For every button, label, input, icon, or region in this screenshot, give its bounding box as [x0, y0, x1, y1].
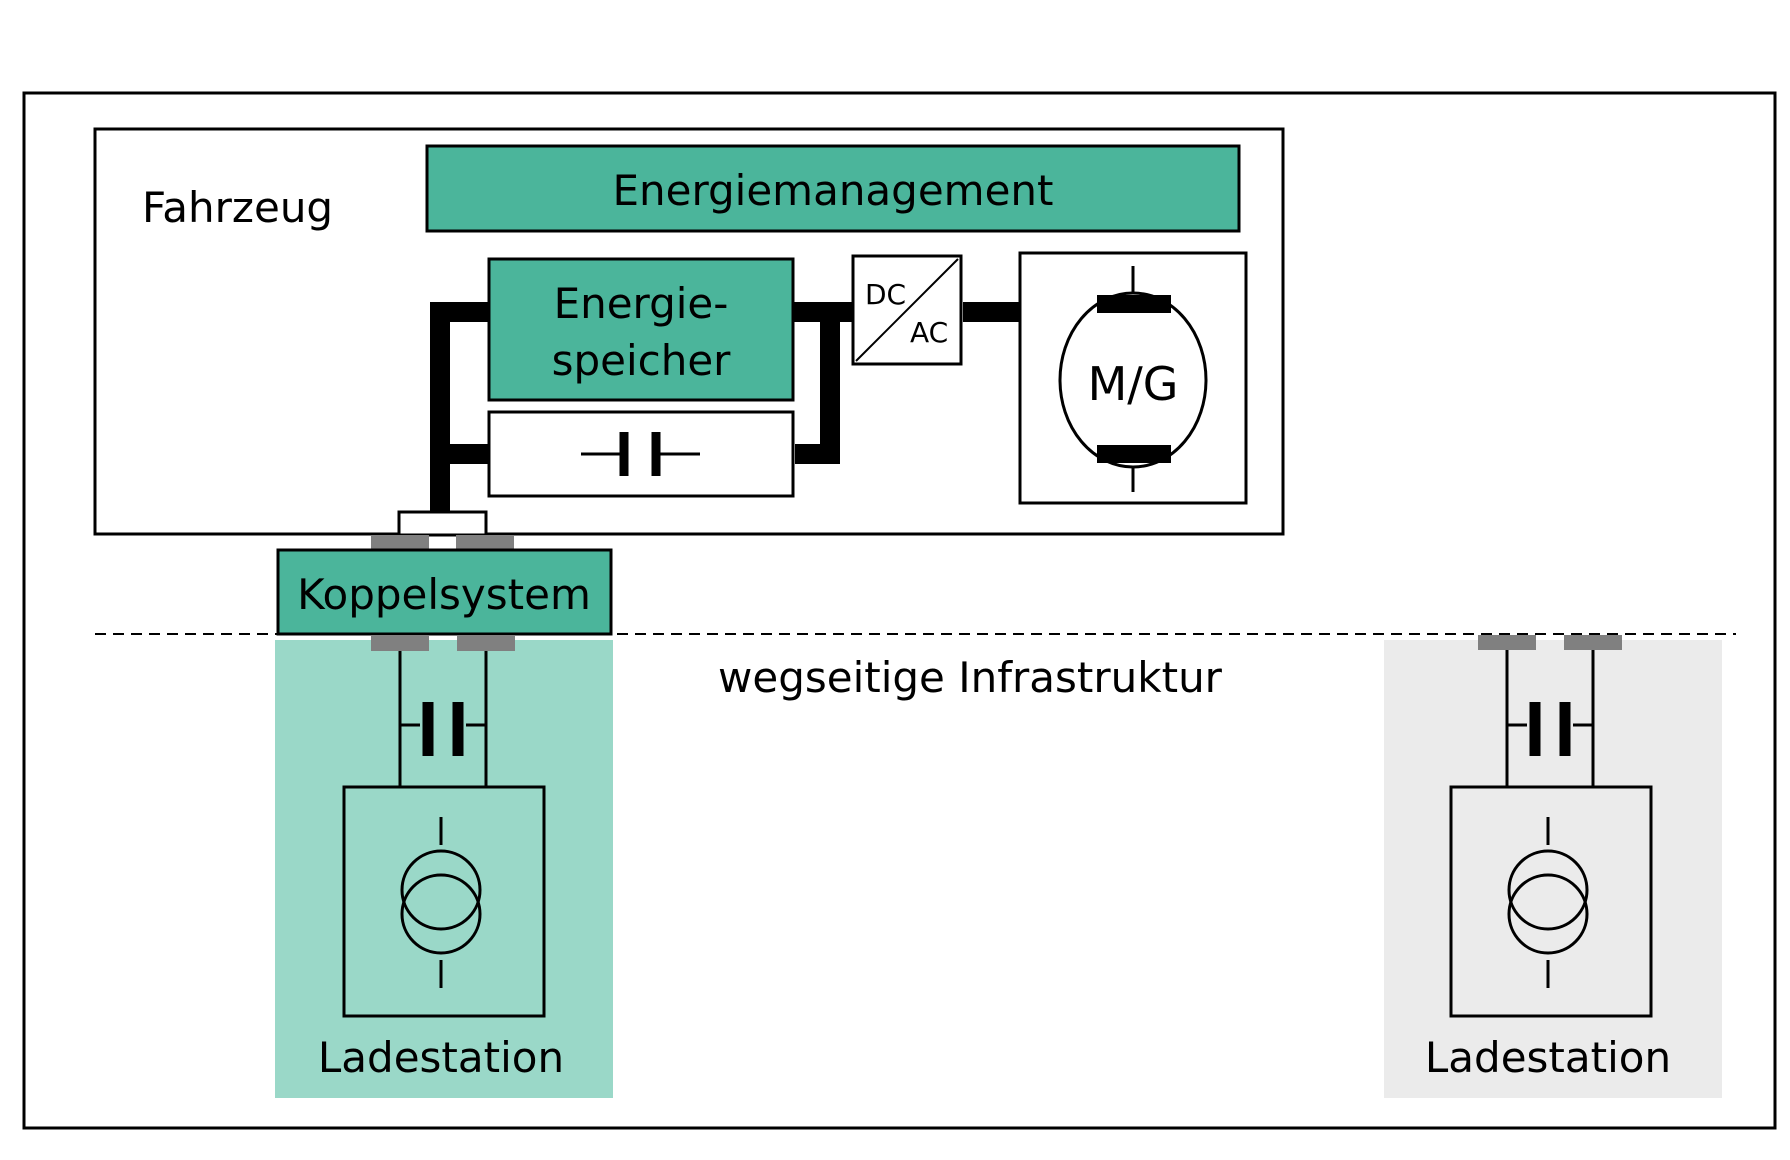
charging-station2-box [1449, 785, 1653, 1018]
station2-contact-right [1564, 635, 1622, 650]
capacitor-icon [422, 702, 464, 756]
converter-dc-label: DC [865, 278, 906, 311]
station2-wiring [1505, 650, 1595, 787]
coupling-system-box [276, 548, 613, 636]
energy-management-box [425, 144, 1241, 233]
charging-station2-label: Ladestation [1425, 1033, 1671, 1082]
energy-storage-box [487, 257, 795, 402]
station-wiring [398, 651, 488, 787]
capacitor-icon [1529, 702, 1571, 756]
motor-generator-icon [1058, 266, 1208, 492]
energy-storage-label-line2: speicher [552, 336, 732, 385]
coupling-system-label: Koppelsystem [297, 570, 591, 619]
station-contact-right [457, 636, 515, 651]
capacitor-icon [581, 432, 700, 476]
vehicle-contact-left [371, 535, 429, 550]
energy-management-label: Energiemanagement [612, 166, 1053, 215]
converter-ac-label: AC [910, 316, 948, 349]
vehicle-contact-right [456, 535, 514, 550]
station2-contact-left [1478, 635, 1536, 650]
infrastructure-label: wegseitige Infrastruktur [718, 653, 1223, 702]
vehicle-label: Fahrzeug [142, 183, 333, 232]
dc-ac-converter-icon [851, 254, 963, 366]
vehicle-connector [397, 510, 488, 537]
capacitor-box [487, 410, 795, 498]
charging-station-label: Ladestation [318, 1033, 564, 1082]
energy-storage-label-line1: Energie- [554, 279, 729, 328]
charging-station-box [342, 785, 546, 1018]
inactive-station-panel [1384, 640, 1722, 1098]
transformer-icon [1507, 817, 1589, 988]
active-station-panel [275, 640, 613, 1098]
motor-label: M/G [1088, 357, 1179, 411]
power-bus [430, 302, 1023, 512]
transformer-icon [400, 817, 482, 988]
station-contact-left [371, 636, 429, 651]
